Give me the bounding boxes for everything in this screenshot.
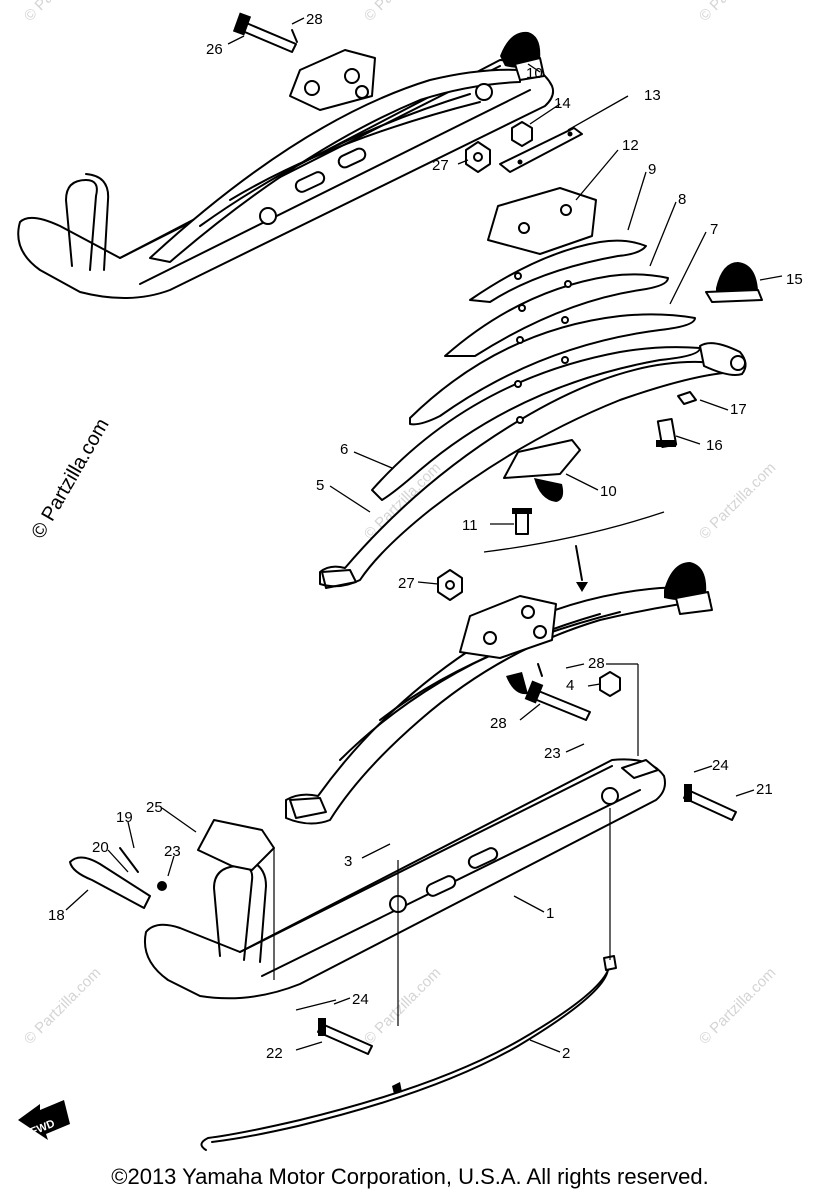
callout-3: 3 [344, 853, 352, 870]
leader-lines [65, 17, 783, 1053]
callout-25: 25 [146, 799, 163, 816]
callout-11: 11 [462, 517, 478, 534]
callout-27b: 27 [398, 575, 415, 592]
callout-15: 15 [786, 271, 803, 288]
watermark: © Partzilla.com [696, 0, 779, 25]
side-watermark: © Partzilla.com [27, 415, 113, 543]
callout-21: 21 [756, 781, 773, 798]
callout-16: 16 [706, 437, 723, 454]
callout-27: 27 [432, 157, 449, 174]
callout-2: 2 [562, 1045, 570, 1062]
callout-9: 9 [648, 161, 656, 178]
watermark: © Partzilla.com [21, 964, 104, 1047]
callout-12: 12 [622, 137, 639, 154]
callout-5: 5 [316, 477, 324, 494]
callout-26: 26 [206, 41, 223, 58]
watermark: © Partzilla.com [361, 964, 444, 1047]
watermark: © Partzilla.com [21, 0, 104, 25]
watermark: © Partzilla.com [361, 0, 444, 25]
watermark: © Partzilla.com [696, 459, 779, 542]
callout-19: 19 [116, 809, 133, 826]
callout-13: 13 [644, 87, 661, 104]
exploded-spring [319, 121, 763, 589]
callout-28c: 28 [490, 715, 507, 732]
callout-28b: 28 [588, 655, 605, 672]
fwd-arrow-icon: FWD [18, 1100, 70, 1140]
copyright-notice: ©2013 Yamaha Motor Corporation, U.S.A. A… [111, 1164, 709, 1189]
callout-23b: 23 [164, 843, 181, 860]
callout-24b: 24 [352, 991, 369, 1008]
callout-17: 17 [730, 401, 747, 418]
callout-labels: 28 26 10 13 14 12 9 8 7 15 17 16 10 11 6… [48, 11, 803, 1062]
callout-6: 6 [340, 441, 348, 458]
callout-23: 23 [544, 745, 561, 762]
lower-spring-assembly [285, 545, 713, 825]
callout-14: 14 [554, 95, 571, 112]
callout-22: 22 [266, 1045, 283, 1062]
callout-24: 24 [712, 757, 729, 774]
watermark: © Partzilla.com [696, 964, 779, 1047]
callout-4: 4 [566, 677, 574, 694]
callout-10b: 10 [600, 483, 617, 500]
callout-10: 10 [526, 65, 543, 82]
callout-20: 20 [92, 839, 109, 856]
callout-28: 28 [306, 11, 323, 28]
callout-8: 8 [678, 191, 686, 208]
lower-ski [69, 663, 737, 1151]
callout-7: 7 [710, 221, 718, 238]
top-ski-assembly [17, 12, 555, 299]
callout-18: 18 [48, 907, 65, 924]
callout-1: 1 [546, 905, 554, 922]
